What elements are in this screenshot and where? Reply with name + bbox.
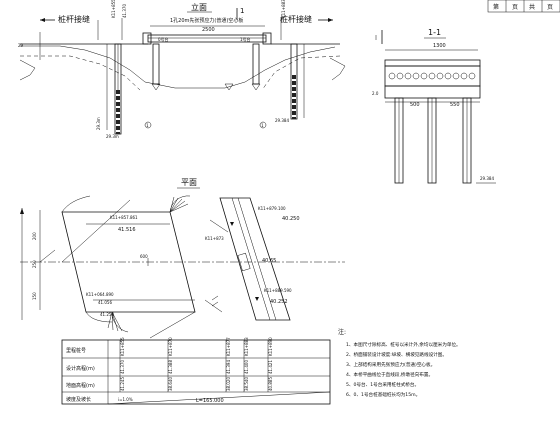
deck-label: 1孔20m先张预应力(普通)空心板 xyxy=(170,17,243,24)
plan-right-upper: K11+873 xyxy=(205,236,224,241)
note-6: 6、0、1号台桩基础桩长均为15m。 xyxy=(346,391,420,398)
plan-top-left-station: K11+857.861 xyxy=(110,215,138,220)
plan-left-upper: 200 xyxy=(32,232,37,240)
elevation-title: 立面 xyxy=(191,2,207,12)
section-view: 1-1 1300 500 550 xyxy=(372,28,496,184)
plan-right-mid: 40.65 xyxy=(262,258,276,264)
plan-left-lower: 150 xyxy=(32,292,37,300)
cone-top xyxy=(169,195,191,213)
plan-view: 平面 250 200 150 xyxy=(20,178,345,339)
plan-mid-left-elev: 41.056 xyxy=(98,300,112,305)
note-3: 3、上部结构采用先张预应力(普通)空心板。 xyxy=(346,361,435,368)
note-2: 2、桥面铺装设计坡度:纵坡、横坡见路线设计图。 xyxy=(346,351,447,358)
plan-center-dim: 600 xyxy=(140,254,148,259)
table-ground-1: 41.245 xyxy=(120,377,125,391)
section-title: 1-1 xyxy=(428,28,441,37)
table-ground-3: 38.020 xyxy=(226,377,231,391)
elevation-view: 立面 1 桩杆接缝 桩杆接缝 1孔20m先张预应力(普通)空心板 2500 0号… xyxy=(18,0,341,139)
svg-text:41.370: 41.370 xyxy=(122,4,127,18)
plan-top-left-elev: 41.516 xyxy=(118,227,136,233)
sheet-info-2: 页 xyxy=(512,4,518,11)
plan-right-lower-station: K11+889.590 xyxy=(264,288,292,293)
hollow-cores xyxy=(388,72,476,80)
table-grade: i=1.0% xyxy=(118,397,133,402)
table-ground-2: 38.640 xyxy=(168,377,173,391)
sheet-info-4: 页 xyxy=(547,4,553,11)
note-4: 4、本桥平曲线位于直线段,桥墩径向布置。 xyxy=(346,371,433,378)
svg-text:1: 1 xyxy=(146,123,149,128)
pier-spacing-1: 500 xyxy=(410,102,420,108)
profile-table: 里程桩号 设计高程(m) 地面高程(m) 坡度及坡长 K11+855 K11+8… xyxy=(61,337,331,405)
note-1: 1、本图尺寸除标高、桩号以米计外,余均以厘米为单位。 xyxy=(346,341,461,348)
plan-title: 平面 xyxy=(181,178,197,187)
plan-right-lower-elev: 40.252 xyxy=(270,299,288,305)
table-length: L=165.000 xyxy=(196,398,224,404)
plan-top-right-station: K11+879.100 xyxy=(258,206,286,211)
table-design-4: 41.400 xyxy=(244,360,249,374)
plan-mid-left-station: K11+064.890 xyxy=(86,292,114,297)
plan-left-total: 250 xyxy=(32,260,37,268)
table-design-1: 41.370 xyxy=(120,360,125,374)
section-marker: 1 xyxy=(240,7,244,15)
pier-spacing-2: 550 xyxy=(450,102,460,108)
table-station-1: K11+855 xyxy=(120,337,125,356)
svg-text:29: 29 xyxy=(18,43,24,48)
abutment-left-label: 0号台 xyxy=(158,36,169,42)
span-length: 2500 xyxy=(202,27,215,33)
table-row-label-4: 坡度及坡长 xyxy=(66,396,91,403)
table-station-3: K11+877 xyxy=(226,337,231,356)
table-station-2: K11+870 xyxy=(168,337,173,356)
svg-text:K11+883: K11+883 xyxy=(281,0,286,18)
table-row-label-2: 设计高程(m) xyxy=(66,365,95,372)
elev-right: 29.384 xyxy=(275,118,289,123)
table-design-2: 41.388 xyxy=(168,360,173,374)
sheet-info-1: 第 xyxy=(493,3,499,11)
svg-text:1: 1 xyxy=(261,123,264,128)
plan-top-right-elev: 40.250 xyxy=(282,216,300,222)
left-label: 桩杆接缝 xyxy=(58,14,90,24)
section-left-dim: 2.0 xyxy=(372,91,379,96)
plan-bottom-left-elev: 41.250 xyxy=(100,312,114,317)
svg-text:K11+855: K11+855 xyxy=(111,0,116,18)
table-design-3: 41.394 xyxy=(226,360,231,374)
section-elevation: 29.384 xyxy=(480,176,494,181)
table-row-label-3: 地面高程(m) xyxy=(66,382,95,389)
sheet-info-3: 共 xyxy=(529,3,535,11)
section-top-width: 1300 xyxy=(433,43,446,49)
right-label: 桩杆接缝 xyxy=(280,14,312,24)
table-ground-4: 38.540 xyxy=(244,377,249,391)
table-ground-5: 40.885 xyxy=(268,377,273,391)
cone-bottom xyxy=(107,311,129,333)
sheet-info-box: 第 页 共 页 xyxy=(487,0,560,13)
elev-left: 29.3m xyxy=(106,134,119,139)
table-design-5: 41.421 xyxy=(268,360,273,374)
abutment-right-label: 1号台 xyxy=(240,36,251,42)
svg-text:29.3m: 29.3m xyxy=(96,117,101,130)
notes-heading: 注: xyxy=(338,328,346,336)
table-row-label-1: 里程桩号 xyxy=(66,347,86,354)
table-station-5: K11+890 xyxy=(268,337,273,356)
table-station-4: K11+883 xyxy=(244,337,249,356)
note-5: 5、0号台、1号台采用桩柱式桥台。 xyxy=(346,381,419,388)
notes-block: 注: 1、本图尺寸除标高、桩号以米计外,余均以厘米为单位。 2、桥面铺装设计坡度… xyxy=(338,328,461,398)
